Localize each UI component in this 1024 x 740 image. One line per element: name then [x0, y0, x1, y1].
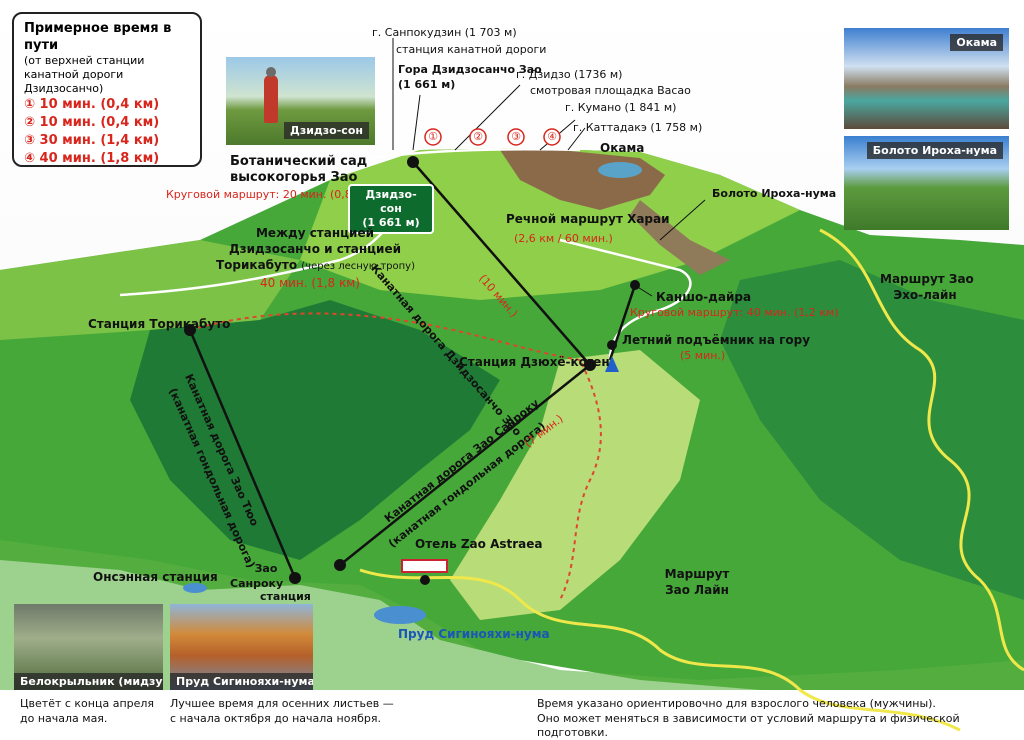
trail-marker-4: ④	[547, 130, 557, 143]
jizo-tag-height: (1 661 м)	[362, 216, 420, 229]
label-summer-lift: Летний подъёмник на гору	[622, 333, 811, 347]
footer-note-2: Оно может меняться в зависимости от усло…	[537, 712, 960, 739]
label-garden-1: Ботанический сад	[230, 154, 368, 169]
forest-right	[720, 260, 1024, 600]
label-between-3: Торикабуто (через лесную тропу)	[216, 258, 415, 274]
ropeway-dzidzosancho	[412, 161, 591, 366]
station-dot-torikabuto	[184, 324, 196, 336]
label-echo-2: Эхо-лайн	[893, 288, 957, 302]
harai-ravine	[630, 200, 730, 275]
label-kansho-loop: Круговой маршрут: 40 мин. (1,2 км)	[630, 306, 839, 319]
legend-subtitle-1: (от верхней станции	[24, 54, 145, 67]
station-dot-jizo	[407, 156, 419, 168]
jizo-station-tag: Дзидзо-сон (1 661 м)	[348, 184, 434, 234]
label-pond: Пруд Сигинояхи-нума	[398, 627, 550, 641]
label-sanroku-3: станция	[260, 590, 311, 603]
label-echo-1: Маршрут Зао	[880, 272, 974, 286]
ropeway-chuo	[188, 329, 297, 579]
travel-time-legend: Примерное время в пути (от верхней станц…	[12, 12, 202, 167]
trail-marker-2: ②	[473, 130, 483, 143]
legend-title: Примерное время в пути	[24, 21, 172, 53]
label-sanpokudzin: г. Санпокудзин (1 703 м)	[372, 26, 517, 39]
label-harai: Речной маршрут Хараи	[506, 212, 670, 226]
trail-marker-3: ③	[511, 130, 521, 143]
footer-skunk-2: до начала мая.	[20, 712, 108, 725]
station-dot-sanroku	[289, 572, 301, 584]
label-five-min: (5 мин.)	[680, 349, 726, 362]
station-dot-kansho	[630, 280, 640, 290]
label-sanroku-1: Зао	[254, 562, 278, 575]
legend-subtitle-2: канатной дороги Дзидзосанчо)	[24, 68, 124, 95]
footer-note-1: Время указано ориентировочно для взросло…	[537, 697, 936, 710]
zao-line-road	[359, 568, 961, 732]
footer-pond-1: Лучшее время для осенних листьев —	[170, 697, 394, 710]
label-sanroku-2: Санроку	[230, 577, 284, 590]
label-iroha: Болото Ироха-нума	[712, 187, 837, 200]
label-kumano: г. Кумано (1 841 м)	[565, 101, 677, 114]
station-dot-dzuhe	[584, 359, 596, 371]
label-garden-2: высокогорья Зао	[230, 170, 358, 185]
legend-item-3: ③ 30 мин. (1,4 км)	[24, 133, 160, 148]
label-between-torikabuto: Торикабуто	[216, 258, 298, 272]
legend-item-4: ④ 40 мин. (1,8 км)	[24, 151, 160, 166]
trail-upper	[359, 148, 581, 162]
footer-skunk-1: Цветёт с конца апреля	[20, 697, 155, 710]
photo-jizo: Дзидзо-сон	[226, 57, 375, 145]
label-garden-loop: Круговой маршрут: 20 мин. (0,8 км)	[166, 188, 375, 201]
label-kattadake: г. Каттадакэ (1 758 м)	[573, 121, 703, 134]
legend-item-1: ① 10 мин. (0,4 км)	[24, 97, 160, 112]
ropeway-sanroku	[339, 364, 591, 566]
label-wasao: смотровая площадка Васао	[530, 84, 691, 97]
meadow-slope	[450, 350, 700, 620]
lift-marker	[605, 356, 619, 372]
photo-jizo-caption: Дзидзо-сон	[284, 122, 369, 139]
label-jizo-peak: г. Дзидзо (1736 м)	[516, 68, 623, 81]
photo-iroha: Болото Ироха-нума	[844, 136, 1009, 230]
label-jizosancho-mountain: Гора Дзидзосанчо Зао	[398, 63, 542, 76]
hotel-building	[401, 559, 448, 573]
okama-lake	[598, 162, 642, 178]
left-slope	[0, 240, 300, 340]
small-pond	[183, 583, 207, 593]
label-zao-line-2: Зао Лайн	[665, 583, 729, 597]
label-between-time: 40 мин. (1,8 км)	[260, 276, 360, 290]
photo-iroha-caption: Болото Ироха-нума	[866, 142, 1003, 159]
photo-okama-caption: Окама	[950, 34, 1003, 51]
label-between-1: Между станцией	[255, 226, 375, 240]
footer-pond-2: с начала октября до начала ноября.	[170, 712, 381, 725]
station-dot-sanroku-ropeway	[334, 559, 346, 571]
label-ropeway-station: станция канатной дороги	[396, 43, 547, 56]
label-harai-time: (2,6 км / 60 мин.)	[514, 232, 613, 245]
photo-skunk-cabbage: Белокрыльник (мидзу-басё)	[14, 604, 163, 690]
trail-marker-1: ①	[428, 130, 438, 143]
station-dot-lift	[607, 340, 617, 350]
photo-skunk-caption: Белокрыльник (мидзу-басё)	[14, 673, 163, 690]
station-dot-hotel	[420, 575, 430, 585]
photo-pond-caption: Пруд Сигинояхи-нума	[170, 673, 313, 690]
label-zao-line-1: Маршрут	[664, 567, 730, 581]
label-between-forest: (через лесную тропу)	[301, 261, 415, 272]
label-torikabuto: Станция Торикабуто	[88, 317, 231, 331]
label-dzuhe: Станция Дзюхё-коген	[459, 355, 610, 369]
trail-red-dotted	[189, 312, 602, 601]
label-onsen: Онсэнная станция	[93, 570, 218, 584]
photo-sigino-pond: Пруд Сигинояхи-нума	[170, 604, 313, 690]
label-okama: Окама	[600, 141, 645, 155]
photo-okama: Окама	[844, 28, 1009, 129]
sigino-pond	[374, 606, 426, 624]
legend-item-2: ② 10 мин. (0,4 км)	[24, 115, 160, 130]
label-jizosancho-height: (1 661 м)	[398, 78, 456, 91]
forest-left	[130, 300, 500, 560]
label-kansho: Каншо-дайра	[656, 290, 752, 304]
echo-line-road	[819, 228, 1024, 672]
label-hotel: Отель Zao Astraea	[415, 537, 543, 551]
jizo-tag-name: Дзидзо-сон	[365, 188, 417, 215]
label-between-2: Дзидзосанчо и станцией	[228, 242, 402, 256]
